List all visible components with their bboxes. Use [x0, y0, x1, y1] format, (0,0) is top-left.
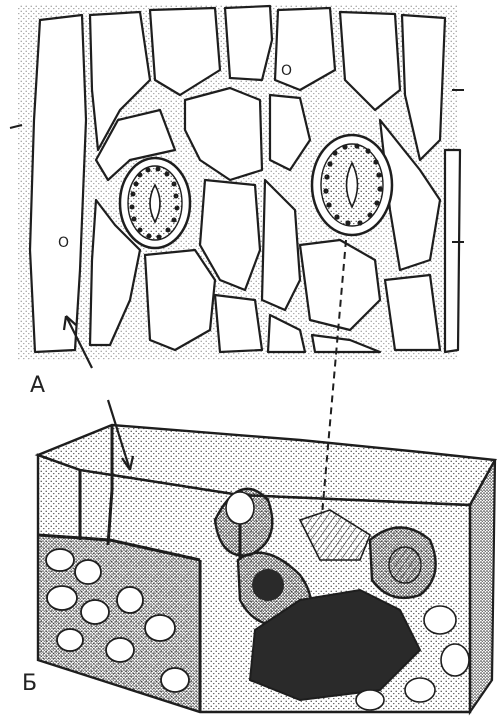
panel-b-label: Б: [22, 671, 37, 696]
panel-b-leaf-section: Б: [22, 400, 495, 712]
cell-label: О: [58, 235, 69, 251]
stoma-icon: [312, 135, 392, 235]
stoma-icon: [370, 528, 436, 598]
panel-a-epidermis: О О А: [10, 5, 464, 398]
panel-a-label: А: [30, 373, 45, 398]
cell-label: О: [281, 63, 292, 79]
stoma-icon: [120, 158, 190, 248]
